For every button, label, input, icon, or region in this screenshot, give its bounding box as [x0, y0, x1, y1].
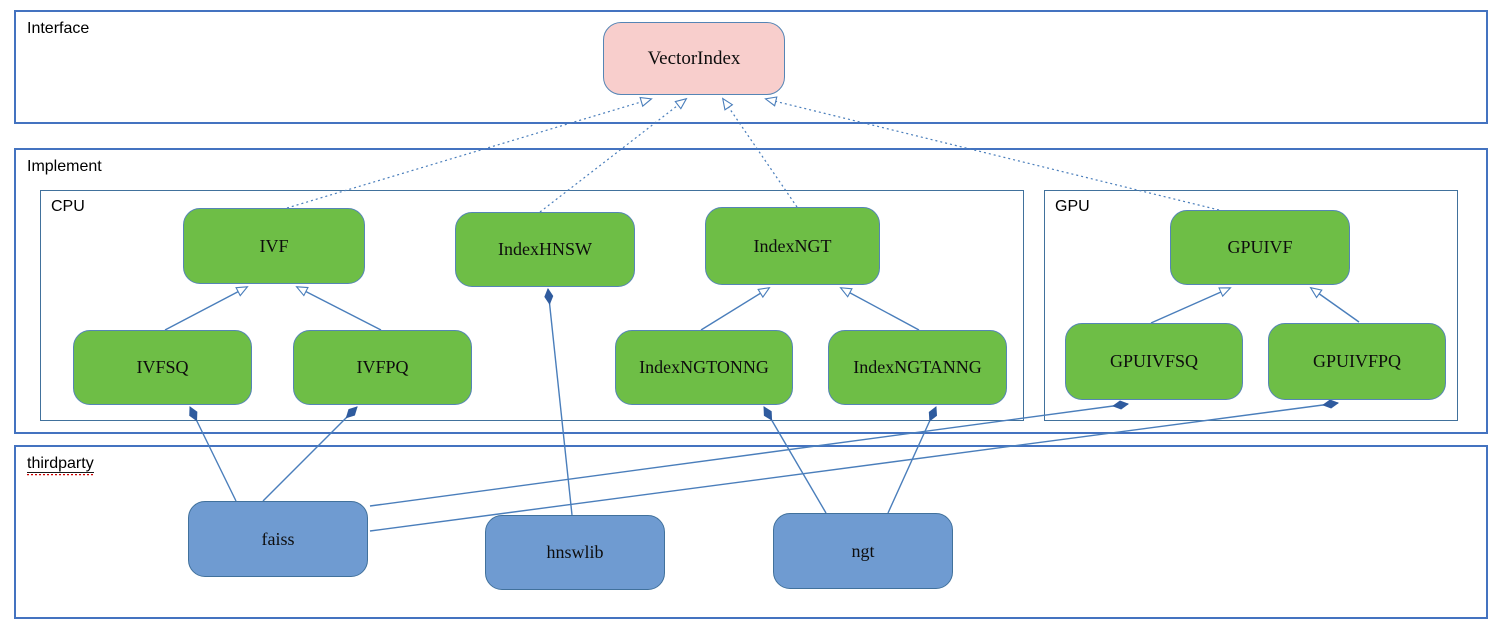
node-vectorindex-label: VectorIndex — [647, 47, 741, 69]
section-gpu-label: GPU — [1055, 198, 1090, 215]
section-cpu-label: CPU — [51, 198, 85, 215]
spellcheck-squiggle — [27, 474, 94, 477]
node-ivfpq[interactable]: IVFPQ — [293, 330, 472, 405]
node-gpuivfsq[interactable]: GPUIVFSQ — [1065, 323, 1243, 400]
node-ivfsq[interactable]: IVFSQ — [73, 330, 252, 405]
node-indexngtanng-label: IndexNGTANNG — [853, 357, 982, 377]
node-gpuivfpq-label: GPUIVFPQ — [1312, 351, 1402, 371]
section-interface-label: Interface — [27, 20, 90, 37]
node-ngt-label: ngt — [851, 540, 875, 561]
node-indexngtanng[interactable]: IndexNGTANNG — [828, 330, 1007, 405]
node-faiss[interactable]: faiss — [188, 501, 368, 577]
node-faiss-label: faiss — [261, 528, 295, 549]
node-hnswlib[interactable]: hnswlib — [485, 515, 665, 590]
node-vectorindex[interactable]: VectorIndex — [603, 22, 785, 95]
node-gpuivf[interactable]: GPUIVF — [1170, 210, 1350, 285]
section-implement-label: Implement — [27, 158, 102, 175]
node-gpuivfpq[interactable]: GPUIVFPQ — [1268, 323, 1446, 400]
node-indexngtonng[interactable]: IndexNGTONNG — [615, 330, 793, 405]
node-ivf[interactable]: IVF — [183, 208, 365, 284]
node-indexngt[interactable]: IndexNGT — [705, 207, 880, 285]
node-indexngt-label: IndexNGT — [753, 235, 832, 256]
node-gpuivf-label: GPUIVF — [1227, 237, 1293, 257]
node-indexngtonng-label: IndexNGTONNG — [639, 357, 769, 377]
node-indexhnsw-label: IndexHNSW — [498, 239, 592, 259]
node-indexhnsw[interactable]: IndexHNSW — [455, 212, 635, 287]
section-thirdparty-label: thirdparty — [27, 455, 94, 477]
node-hnswlib-label: hnswlib — [546, 542, 604, 562]
node-ivfpq-label: IVFPQ — [356, 357, 409, 377]
node-gpuivfsq-label: GPUIVFSQ — [1109, 351, 1199, 371]
node-ivf-label: IVF — [259, 235, 289, 256]
node-ngt[interactable]: ngt — [773, 513, 953, 589]
node-ivfsq-label: IVFSQ — [136, 357, 189, 377]
